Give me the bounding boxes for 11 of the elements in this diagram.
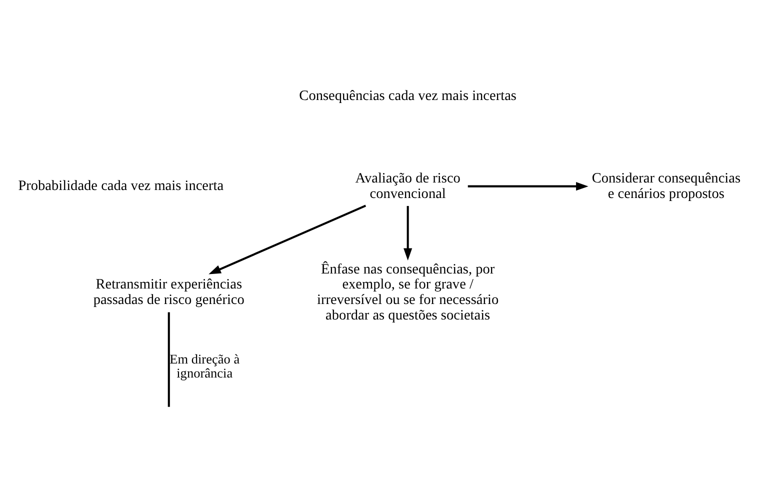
connector (168, 312, 170, 407)
edge-label: Em direção à ignorância (170, 351, 240, 381)
arrow (404, 206, 412, 261)
arrow (468, 182, 588, 191)
label: Consequências cada vez mais incertas (299, 88, 516, 104)
node-text: Considerar consequências e cenários propostos (592, 170, 741, 202)
node-text: Ênfase nas consequências, por exemplo, se for grave / irreversível ou se for necessário abordar as questões societais (317, 261, 499, 324)
node-text: Avaliação de risco convencional (355, 170, 460, 202)
node-text: Retransmitir experiências passadas de risco genérico (93, 276, 244, 308)
arrow (208, 204, 366, 274)
label: Probabilidade cada vez mais incerta (18, 178, 224, 194)
